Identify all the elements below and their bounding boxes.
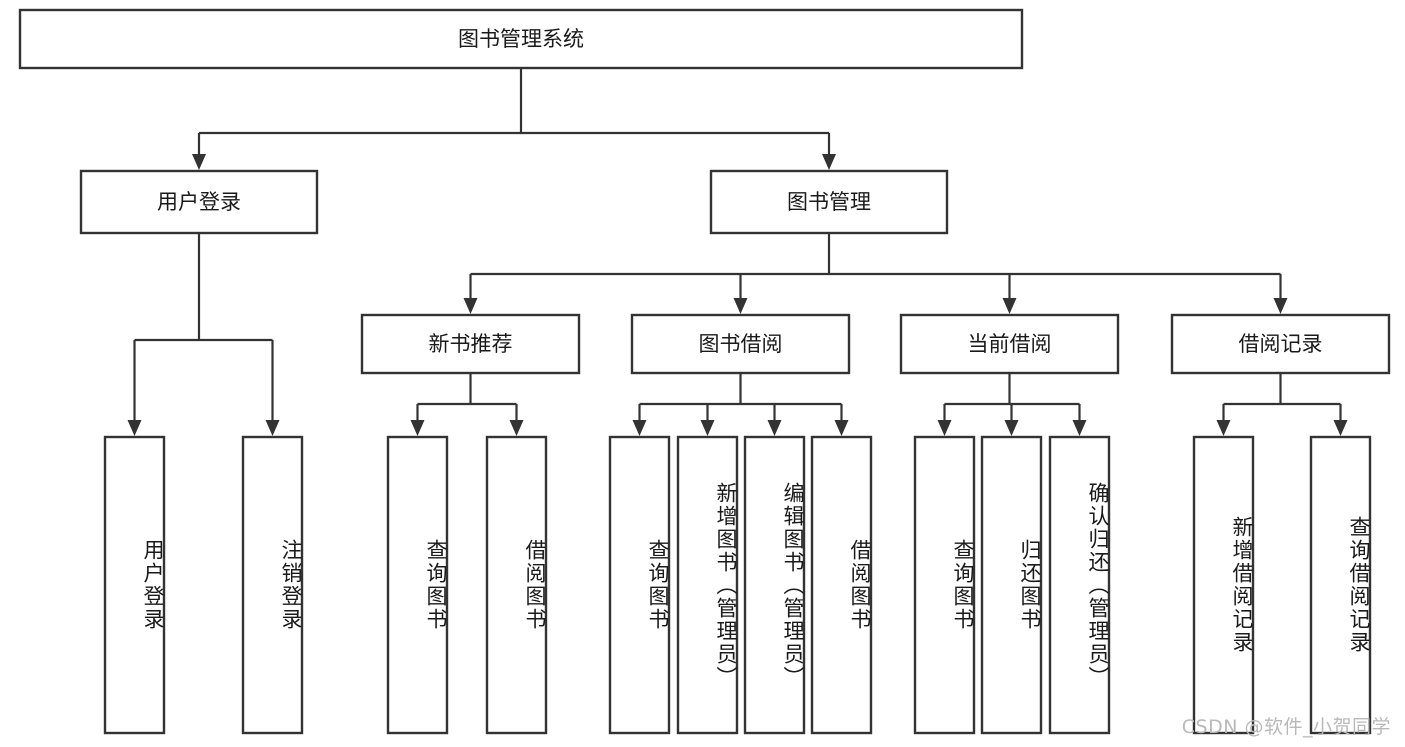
node-box-recommend-query-book[interactable] [386,435,449,735]
arrow-head-icon [127,420,142,436]
arrow-head-icon [834,420,849,436]
connectors-layer [127,68,1348,436]
arrow-head-icon [1004,420,1019,436]
arrow-head-icon [767,420,782,436]
node-box-recommend-borrow-book[interactable] [485,435,548,735]
node-box-book-borrow[interactable] [630,313,851,375]
node-box-borrow-record[interactable] [1170,313,1391,375]
node-label-current-borrow: 当前借阅 [968,332,1052,356]
arrow-head-icon [1333,420,1348,436]
node-box-user-logout[interactable] [241,435,304,735]
node-label-borrow-record: 借阅记录 [1239,332,1323,356]
node-label-root: 图书管理系统 [458,27,584,51]
node-label-book-management: 图书管理 [787,190,871,214]
boxes-layer [18,8,1391,735]
node-box-root[interactable] [18,8,1024,70]
arrow-head-icon [1273,298,1288,314]
arrow-head-icon [463,298,478,314]
node-box-current-return-book[interactable] [980,435,1043,735]
arrow-head-icon [410,420,425,436]
arrow-head-icon [265,420,280,436]
arrow-head-icon [937,420,952,436]
arrow-head-icon [1216,420,1231,436]
arrow-head-icon [822,154,836,170]
node-box-borrow-add-book[interactable] [676,435,739,735]
node-box-current-borrow[interactable] [899,313,1120,375]
node-box-borrow-borrow-book[interactable] [810,435,873,735]
arrow-head-icon [733,298,748,314]
node-box-record-add[interactable] [1192,435,1255,735]
arrow-head-icon [1072,420,1087,436]
node-box-record-query[interactable] [1309,435,1372,735]
node-box-user-login[interactable] [79,169,319,235]
node-box-borrow-edit-book[interactable] [743,435,806,735]
node-box-borrow-query-book[interactable] [608,435,671,735]
arrow-head-icon [700,420,715,436]
arrow-head-icon [632,420,647,436]
node-box-current-confirm-return[interactable] [1048,435,1111,735]
csdn-watermark: CSDN @软件_小贺同学 [1181,716,1391,738]
node-label-book-borrow: 图书借阅 [699,332,783,356]
node-label-new-book-recommend: 新书推荐 [429,332,513,356]
node-box-book-management[interactable] [709,169,949,235]
node-label-user-login: 用户登录 [157,190,241,214]
node-box-user-login-do[interactable] [103,435,166,735]
arrow-head-icon [1002,298,1017,314]
node-box-new-book-recommend[interactable] [360,313,581,375]
arrow-head-icon [192,154,206,170]
node-box-current-query-book[interactable] [913,435,976,735]
arrow-head-icon [509,420,524,436]
